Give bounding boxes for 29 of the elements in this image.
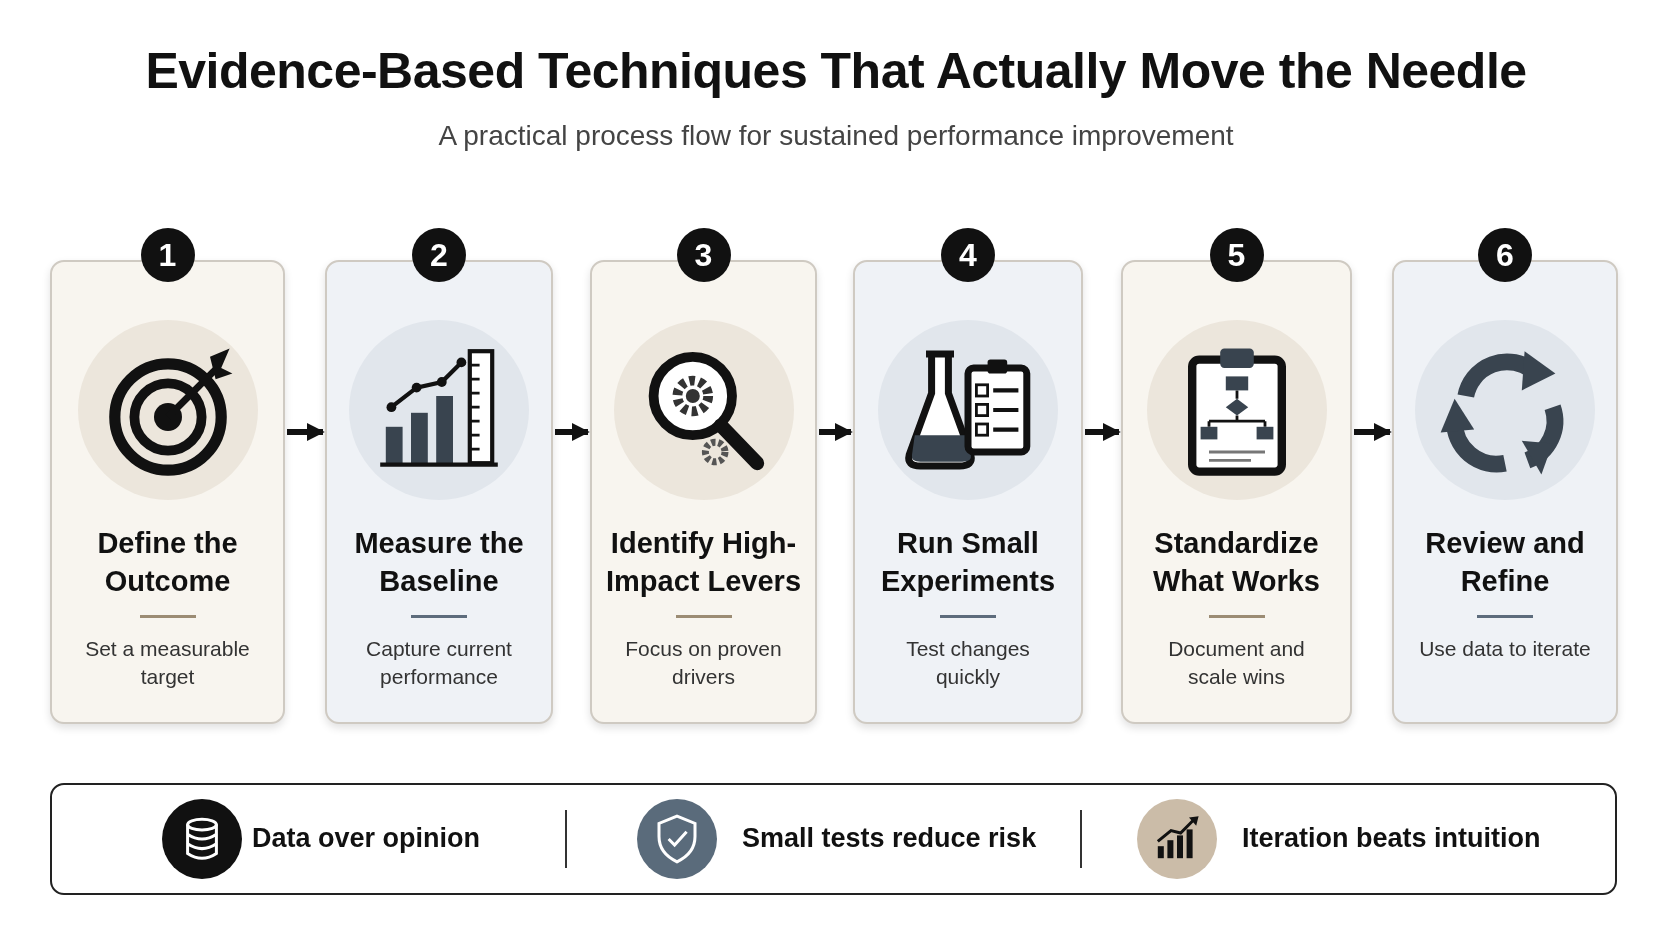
subtitle: A practical process flow for sustained performance improvement bbox=[437, 120, 1235, 152]
step-number-badge: 1 bbox=[140, 228, 195, 282]
step-number-badge: 5 bbox=[1209, 228, 1264, 282]
principle-text: Iteration beats intuition bbox=[1242, 823, 1541, 854]
step-title: Define the Outcome bbox=[96, 526, 239, 599]
step-description: Test changes quickly bbox=[905, 636, 1031, 690]
step-title: Standardize What Works bbox=[1151, 526, 1321, 599]
title: Evidence-Based Techniques That Actually Move the Needle bbox=[144, 42, 1528, 100]
step-number-badge: 3 bbox=[676, 228, 731, 282]
arrow bbox=[819, 423, 853, 441]
step-title: Identify High-Impact Levers bbox=[604, 526, 802, 599]
step-number-badge: 4 bbox=[941, 228, 995, 282]
step-description: Use data to iterate bbox=[1418, 636, 1592, 662]
arrow bbox=[287, 423, 325, 441]
principle-text: Small tests reduce risk bbox=[742, 823, 1037, 854]
arrow bbox=[1085, 423, 1121, 441]
step-number-badge: 6 bbox=[1478, 228, 1532, 282]
arrow bbox=[555, 423, 590, 441]
step-title: Measure the Baseline bbox=[353, 526, 525, 599]
step-number-badge: 2 bbox=[412, 228, 466, 282]
principles-banner bbox=[50, 783, 1617, 895]
step-description: Focus on proven drivers bbox=[624, 636, 783, 690]
step-title: Run Small Experiments bbox=[879, 526, 1057, 599]
step-description: Set a measurable target bbox=[84, 636, 251, 690]
step-title: Review and Refine bbox=[1424, 526, 1586, 599]
step-description: Capture current performance bbox=[365, 636, 513, 690]
principle-text: Data over opinion bbox=[252, 823, 481, 854]
arrow bbox=[1354, 423, 1392, 441]
step-description: Document and scale wins bbox=[1167, 636, 1306, 690]
